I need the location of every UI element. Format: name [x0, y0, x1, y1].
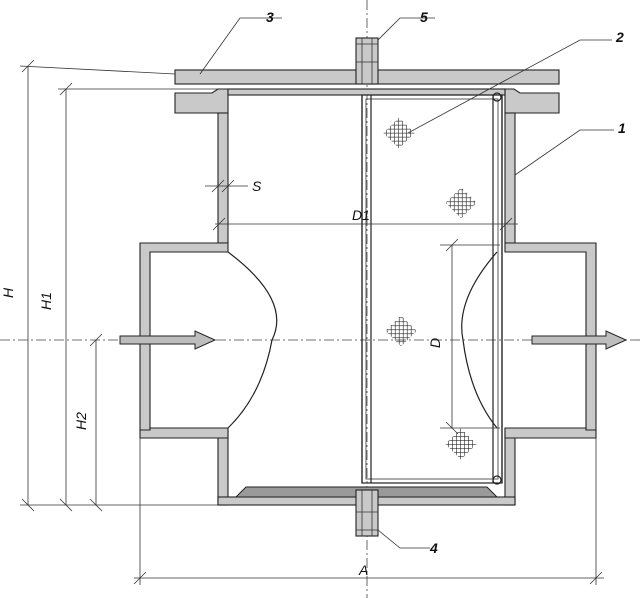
- dimension-lines: [19, 59, 604, 585]
- part-label-1: 1: [618, 120, 626, 136]
- leader-lines: [199, 17, 614, 549]
- dim-label-A: A: [358, 562, 368, 578]
- mesh-icon: [383, 117, 477, 460]
- dim-label-H: H: [0, 287, 16, 298]
- outlet-nozzle: [461, 242, 597, 439]
- dim-label-H2: H2: [73, 412, 89, 430]
- filter-basket: [361, 92, 503, 485]
- dim-label-D1: D1: [352, 207, 370, 223]
- dim-label-D: D: [427, 338, 443, 348]
- arrow-in-icon: [119, 330, 217, 350]
- dim-label-S: S: [252, 178, 262, 194]
- part-label-4: 4: [429, 540, 438, 556]
- arrow-out-icon: [531, 330, 628, 350]
- part-label-5: 5: [420, 9, 428, 25]
- inlet-nozzle: [139, 242, 278, 439]
- part-label-2: 2: [615, 29, 624, 45]
- top-plug: [355, 37, 379, 85]
- dim-label-H1: H1: [38, 292, 54, 310]
- hinge-top-icon: [492, 92, 502, 102]
- hinge-bottom-icon: [492, 475, 502, 485]
- part-label-3: 3: [266, 9, 274, 25]
- bottom-plug: [355, 489, 379, 537]
